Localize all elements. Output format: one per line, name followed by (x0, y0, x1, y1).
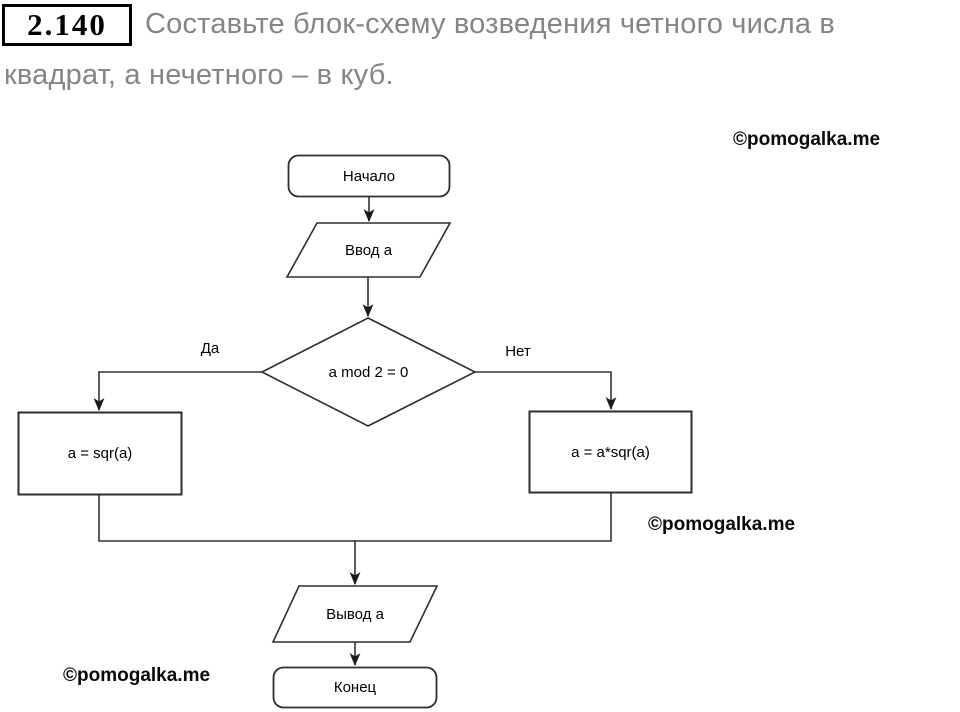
output-parallelogram-shape (271, 585, 439, 643)
watermark-bottom-left: ©pomogalka.me (63, 665, 211, 686)
watermark-top-right: ©pomogalka.me (733, 129, 881, 150)
arrow-decision-yes-branch (93, 371, 262, 412)
start-terminator-shape (287, 154, 451, 198)
task-title-line1: Составьте блок-схему возведения четного … (145, 8, 836, 40)
watermark-middle-right: ©pomogalka.me (648, 514, 796, 535)
connector-even-to-merge (98, 495, 356, 542)
end-terminator-shape (272, 666, 438, 709)
decision-diamond-shape (260, 317, 477, 427)
exercise-number-text: 2.140 (27, 7, 107, 42)
arrow-decision-no-branch (475, 371, 617, 411)
even-process-shape (17, 411, 183, 496)
connector-odd-to-merge (354, 493, 612, 542)
exercise-number-badge: 2.140 (2, 4, 132, 46)
task-title-line2: квадрат, а нечетного – в куб. (4, 59, 394, 91)
odd-process-shape (528, 410, 693, 494)
input-parallelogram-shape (285, 222, 452, 278)
